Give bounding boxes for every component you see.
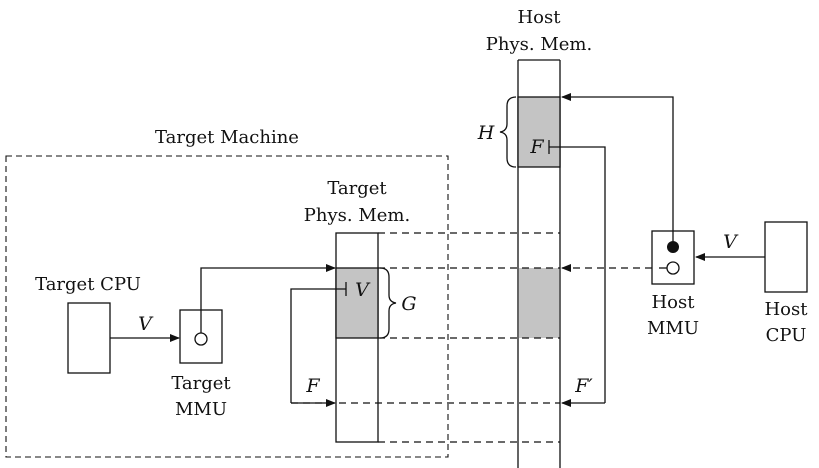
v-host-label: V [723, 231, 739, 253]
v-target-pointer [290, 288, 346, 403]
h-brace [499, 96, 517, 168]
host-mmu-to-mem-arrow [561, 93, 674, 241]
f-prime-label: F′ [574, 375, 593, 397]
target-mapped-region [335, 267, 379, 339]
target-machine-label: Target Machine [155, 127, 299, 148]
v-target-mem-label: V [355, 279, 371, 301]
host-mmu-filled-dot-icon [667, 241, 679, 253]
g-label: G [401, 293, 416, 315]
target-mem-label-line1: Target [327, 178, 387, 199]
host-mmu-label-line1: Host [651, 292, 695, 313]
target-mmu-hollow-dot-icon [194, 332, 208, 346]
host-cpu-label-line1: Host [764, 299, 808, 320]
host-cpu-label-line2: CPU [766, 325, 807, 346]
f-host-pointer [549, 146, 606, 403]
host-mem-label-line2: Phys. Mem. [486, 34, 592, 55]
g-brace [379, 267, 397, 339]
host-mem-label-line1: Host [517, 7, 561, 28]
target-machine-frame [5, 155, 449, 458]
h-label: H [477, 122, 495, 144]
f-host-label: F [529, 136, 544, 158]
f-target-label: F [305, 375, 320, 397]
v-target-label: V [138, 313, 154, 335]
host-mmu-label-line2: MMU [647, 318, 699, 339]
host-mmu-hollow-dot-icon [666, 261, 680, 275]
target-cpu-box [67, 302, 111, 374]
target-mem-label-line2: Phys. Mem. [304, 205, 410, 226]
target-mmu-to-mem-arrow [200, 264, 336, 333]
target-mmu-label-line2: MMU [175, 399, 227, 420]
host-cpu-box [764, 221, 808, 293]
host-mapped-region-g [519, 268, 559, 338]
target-cpu-label: Target CPU [35, 274, 141, 295]
host-mapped-region-h [517, 96, 561, 168]
target-mmu-label-line1: Target [171, 373, 231, 394]
